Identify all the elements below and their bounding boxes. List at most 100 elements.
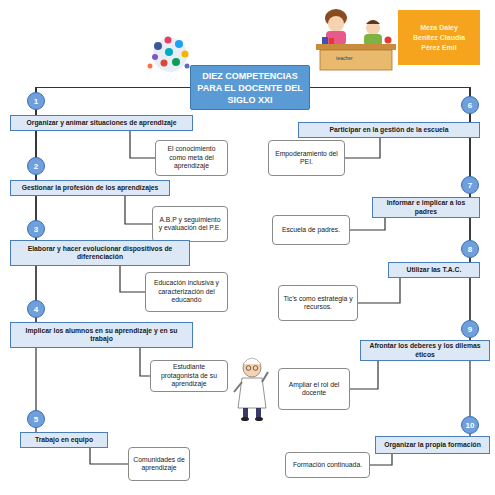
number-circle: 1 <box>27 92 45 110</box>
step-number: 4 <box>34 305 38 314</box>
connector-line <box>36 88 190 116</box>
competence-text: Utilizar las T.A.C. <box>407 266 462 275</box>
icon <box>148 64 153 69</box>
detail-text: El conocimiento como meta del aprendizaj… <box>160 145 223 171</box>
icon <box>185 64 190 69</box>
hair <box>366 20 380 24</box>
number-circle: 3 <box>27 220 45 238</box>
competence-box: Implicar los alumnos en su aprendizaje y… <box>10 322 193 348</box>
step-number: 7 <box>468 181 472 190</box>
competence-box: Organizar y animar situaciones de aprend… <box>10 115 193 131</box>
step-number: 2 <box>34 162 38 171</box>
step-number: 10 <box>466 421 475 430</box>
body <box>326 31 346 45</box>
connector-line <box>370 454 392 465</box>
detail-text: Escuela de padres. <box>282 226 340 235</box>
scientist-illustration <box>234 358 268 421</box>
detail-box: El conocimiento como meta del aprendizaj… <box>155 140 228 176</box>
competence-text: Informar e implicar a los padres <box>376 199 476 216</box>
connector-line <box>120 266 145 292</box>
detail-box: Estudiante protagonista de su aprendizaj… <box>150 360 228 392</box>
hair <box>243 358 261 364</box>
leg <box>243 408 248 418</box>
competence-box: Afrontar los deberes y los dilemas ético… <box>360 340 490 361</box>
number-circle: 8 <box>461 240 479 258</box>
head <box>243 359 261 377</box>
icon <box>165 37 172 44</box>
number-circle: 4 <box>27 300 45 318</box>
number-circle: 10 <box>461 416 479 434</box>
icon <box>182 51 189 58</box>
number-circle: 7 <box>461 176 479 194</box>
number-circle: 6 <box>461 96 479 114</box>
competence-text: Implicar los alumnos en su aprendizaje y… <box>14 327 189 344</box>
icon <box>172 58 180 66</box>
arm <box>262 372 268 382</box>
competence-box: Trabajo en equipo <box>20 432 108 448</box>
detail-text: Educación inclusiva y caracterización de… <box>150 279 223 305</box>
detail-text: Empoderamiento del PEI. <box>273 150 340 167</box>
title-box: DIEZ COMPETENCIAS PARA EL DOCENTE DEL SI… <box>190 65 310 110</box>
number-circle: 5 <box>27 410 45 428</box>
book <box>329 38 334 44</box>
detail-box: Formación continuada. <box>285 452 370 478</box>
competence-text: Organizar la propia formación <box>384 441 481 450</box>
detail-box: Ampliar el rol del docente <box>278 368 350 410</box>
competence-text: Trabajo en equipo <box>35 436 93 445</box>
connector-line <box>358 278 400 303</box>
number-circle: 9 <box>461 320 479 338</box>
connector-line <box>90 448 128 464</box>
detail-box: Empoderamiento del PEI. <box>268 140 345 176</box>
step-number: 8 <box>468 245 472 254</box>
competence-text: Elaborar y hacer evolucionar dispositivo… <box>14 245 186 262</box>
competence-box: Elaborar y hacer evolucionar dispositivo… <box>10 240 190 266</box>
desk-top <box>316 44 396 50</box>
title-text: DIEZ COMPETENCIAS PARA EL DOCENTE DEL SI… <box>197 70 303 106</box>
shoe <box>241 417 249 421</box>
detail-box: Educación inclusiva y caracterización de… <box>145 272 228 312</box>
detail-text: Ampliar el rol del docente <box>283 381 345 398</box>
author-name: Benitez Claudia <box>413 33 465 43</box>
icon <box>154 42 162 50</box>
icon <box>161 60 168 67</box>
detail-text: Formación continuada. <box>293 461 362 470</box>
arm <box>234 382 242 392</box>
desk-front <box>320 50 392 70</box>
glasses <box>253 366 258 371</box>
head <box>366 21 380 35</box>
step-number: 6 <box>468 101 472 110</box>
apple <box>385 37 392 44</box>
competence-box: Informar e implicar a los padres <box>372 197 480 218</box>
teacher-illustration <box>316 9 396 70</box>
connector-line <box>140 348 150 376</box>
detail-box: Comunidades de aprendizaje <box>128 447 190 481</box>
number-circle: 2 <box>27 157 45 175</box>
connector-line <box>125 196 152 224</box>
detail-text: Tic’s como estrategia y recursos. <box>283 295 353 312</box>
desk-label: teacher <box>336 55 353 61</box>
competence-box: Organizar la propia formación <box>375 436 490 454</box>
author-name: Meza Daley <box>420 23 458 33</box>
authors-box: Meza DaleyBenitez ClaudiaPérez Emil <box>398 10 480 65</box>
leg <box>256 408 261 418</box>
step-number: 9 <box>468 325 472 334</box>
detail-text: Estudiante protagonista de su aprendizaj… <box>155 363 223 389</box>
step-number: 3 <box>34 225 38 234</box>
detail-box: Escuela de padres. <box>272 215 350 245</box>
competence-box: Utilizar las T.A.C. <box>388 262 480 278</box>
competence-box: Participar en la gestión de la escuela <box>298 122 480 138</box>
book <box>322 37 328 44</box>
glasses <box>246 366 251 371</box>
competence-text: Participar en la gestión de la escuela <box>330 126 449 135</box>
connector-line <box>350 218 385 230</box>
connector-line <box>130 131 155 158</box>
icon <box>165 48 173 56</box>
icon <box>152 54 158 60</box>
detail-box: A.B.P y seguimiento y evaluación del P.E… <box>152 206 228 242</box>
detail-text: A.B.P y seguimiento y evaluación del P.E… <box>157 216 223 233</box>
connector-line <box>345 138 380 158</box>
connector-line <box>310 88 470 123</box>
detail-text: Comunidades de aprendizaje <box>133 456 185 473</box>
step-number: 1 <box>34 97 38 106</box>
